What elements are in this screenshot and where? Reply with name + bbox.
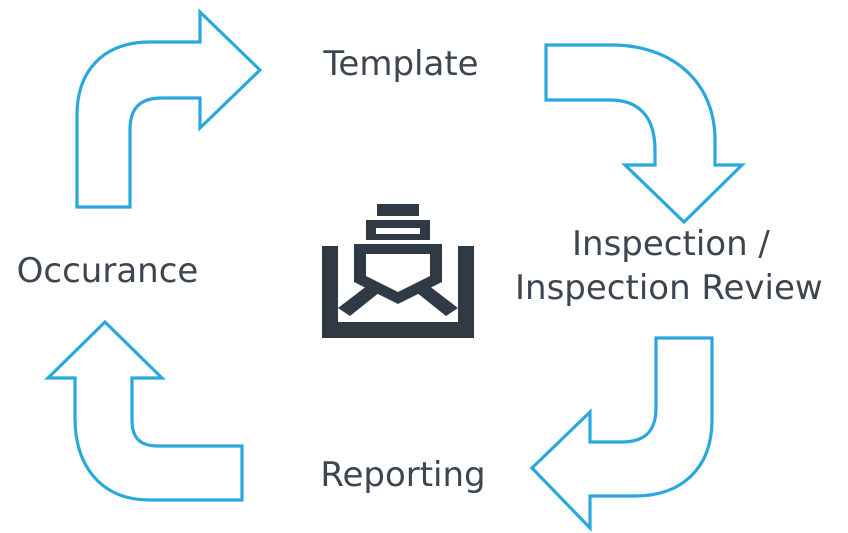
occurance-text: Occurance [16,251,199,291]
ship-envelope-icon [322,204,474,338]
arrow-reporting-to-occurance-icon [44,319,244,502]
step-occurance-label: Occurance [0,249,215,293]
reporting-text: Reporting [320,455,486,495]
template-text: Template [323,44,479,84]
step-reporting-label: Reporting [295,453,511,497]
arrow-inspection-to-reporting-icon [529,336,714,532]
inspection-line2: Inspection Review [515,268,823,309]
arrow-occurance-to-template-icon [75,8,263,209]
inspection-line1: Inspection / [572,224,770,264]
step-inspection-label: Inspection / Inspection Review [505,222,848,310]
arrow-template-to-inspection-icon [544,43,746,225]
step-template-label: Template [298,42,504,86]
